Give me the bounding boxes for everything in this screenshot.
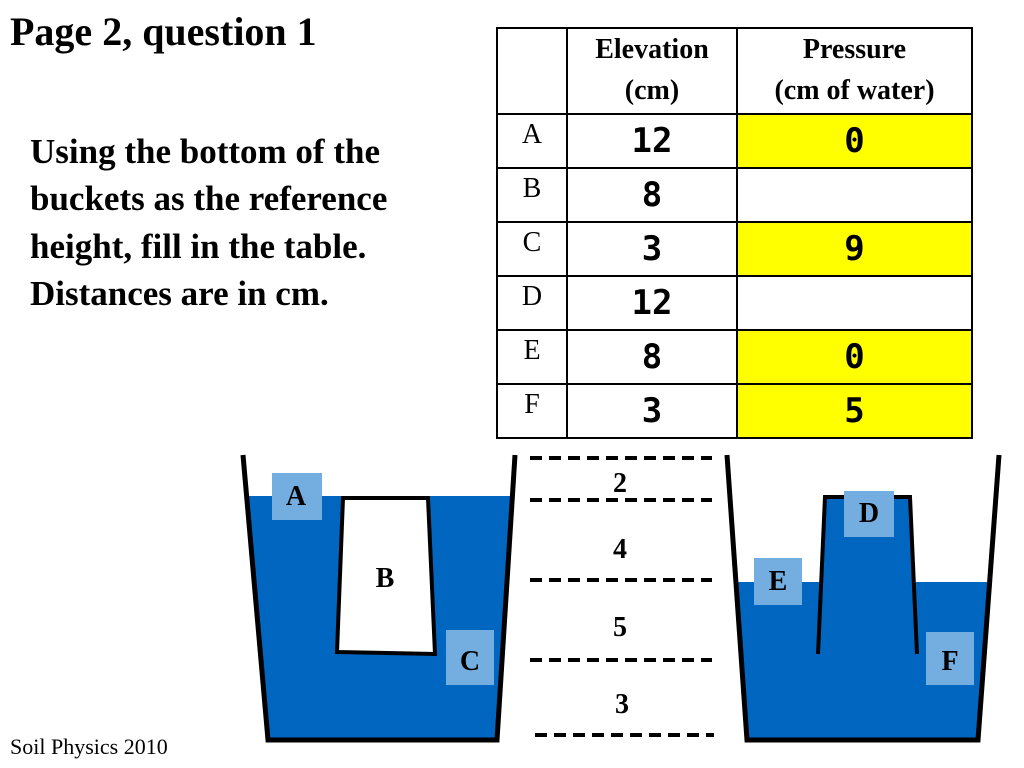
instructions-line: buckets as the reference [30, 179, 388, 219]
point-label-a: A [286, 481, 307, 512]
point-label-cell: A [496, 113, 568, 169]
pressure-header-unit: (cm of water) [774, 75, 935, 106]
elevation-cell: 12 [566, 113, 738, 169]
table-row: D 12 [496, 275, 973, 331]
table-row: E 8 0 [496, 329, 973, 385]
label-box-c [446, 630, 494, 685]
point-label-d: D [859, 498, 879, 529]
elevation-cell: 3 [566, 383, 738, 439]
label-box-f [926, 632, 974, 685]
elevation-cell: 3 [566, 221, 738, 277]
table-row: A 12 0 [496, 113, 973, 169]
elevation-header-unit: (cm) [624, 75, 680, 106]
point-label-cell: B [496, 167, 568, 223]
table-header-row: Elevation (cm) Pressure (cm of water) [496, 27, 973, 115]
elevation-cell: 12 [566, 275, 738, 331]
point-label-cell: C [496, 221, 568, 277]
label-box-e [754, 558, 802, 605]
pressure-cell[interactable]: 0 [736, 329, 973, 385]
elevation-cell: 8 [566, 167, 738, 223]
instructions-line: Using the bottom of the [30, 132, 380, 171]
page-title: Page 2, question 1 [10, 9, 317, 54]
instructions-line: height, fill in the table. [30, 226, 367, 266]
scale-distance: 5 [613, 612, 627, 643]
point-label-b: B [376, 563, 395, 594]
pressure-cell[interactable]: 5 [736, 383, 973, 439]
label-box-a [272, 473, 322, 520]
pressure-cell[interactable]: 0 [736, 113, 973, 169]
point-label-f: F [941, 646, 958, 677]
point-label-cell: E [496, 329, 568, 385]
pressure-header-line: Pressure [802, 34, 907, 66]
pressure-cell[interactable]: 9 [736, 221, 973, 277]
footer-text: Soil Physics 2010 [10, 734, 168, 759]
right-bucket-wall [724, 454, 1002, 743]
scale-distance: 3 [615, 689, 629, 720]
scale-distance: 2 [613, 468, 627, 499]
label-box-d [844, 491, 894, 537]
point-label-cell: F [496, 383, 568, 439]
table-row: F 3 5 [496, 383, 973, 439]
table-row: C 3 9 [496, 221, 973, 277]
table-corner-header [496, 27, 568, 115]
right-bucket-water [737, 582, 992, 740]
elevation-header-line: Elevation [595, 34, 709, 66]
elevation-pressure-table: Elevation (cm) Pressure (cm of water) A … [496, 27, 973, 439]
pressure-cell[interactable] [736, 167, 973, 223]
instructions-text: Using the bottom of the buckets as the r… [30, 128, 470, 317]
point-label-cell: D [496, 275, 568, 331]
point-label-e: E [769, 566, 788, 597]
left-bucket-inner-block [334, 496, 438, 657]
left-bucket-wall [240, 454, 518, 743]
instructions-line: Distances are in cm. [30, 273, 329, 313]
scale-distance: 4 [613, 534, 627, 565]
point-label-c: C [460, 646, 480, 677]
elevation-header: Elevation (cm) [566, 27, 738, 115]
table-row: B 8 [496, 167, 973, 223]
buckets-diagram: A B C D E F 2 4 5 3 [240, 454, 1002, 743]
elevation-cell: 8 [566, 329, 738, 385]
pressure-cell[interactable] [736, 275, 973, 331]
pressure-header: Pressure (cm of water) [736, 27, 973, 115]
